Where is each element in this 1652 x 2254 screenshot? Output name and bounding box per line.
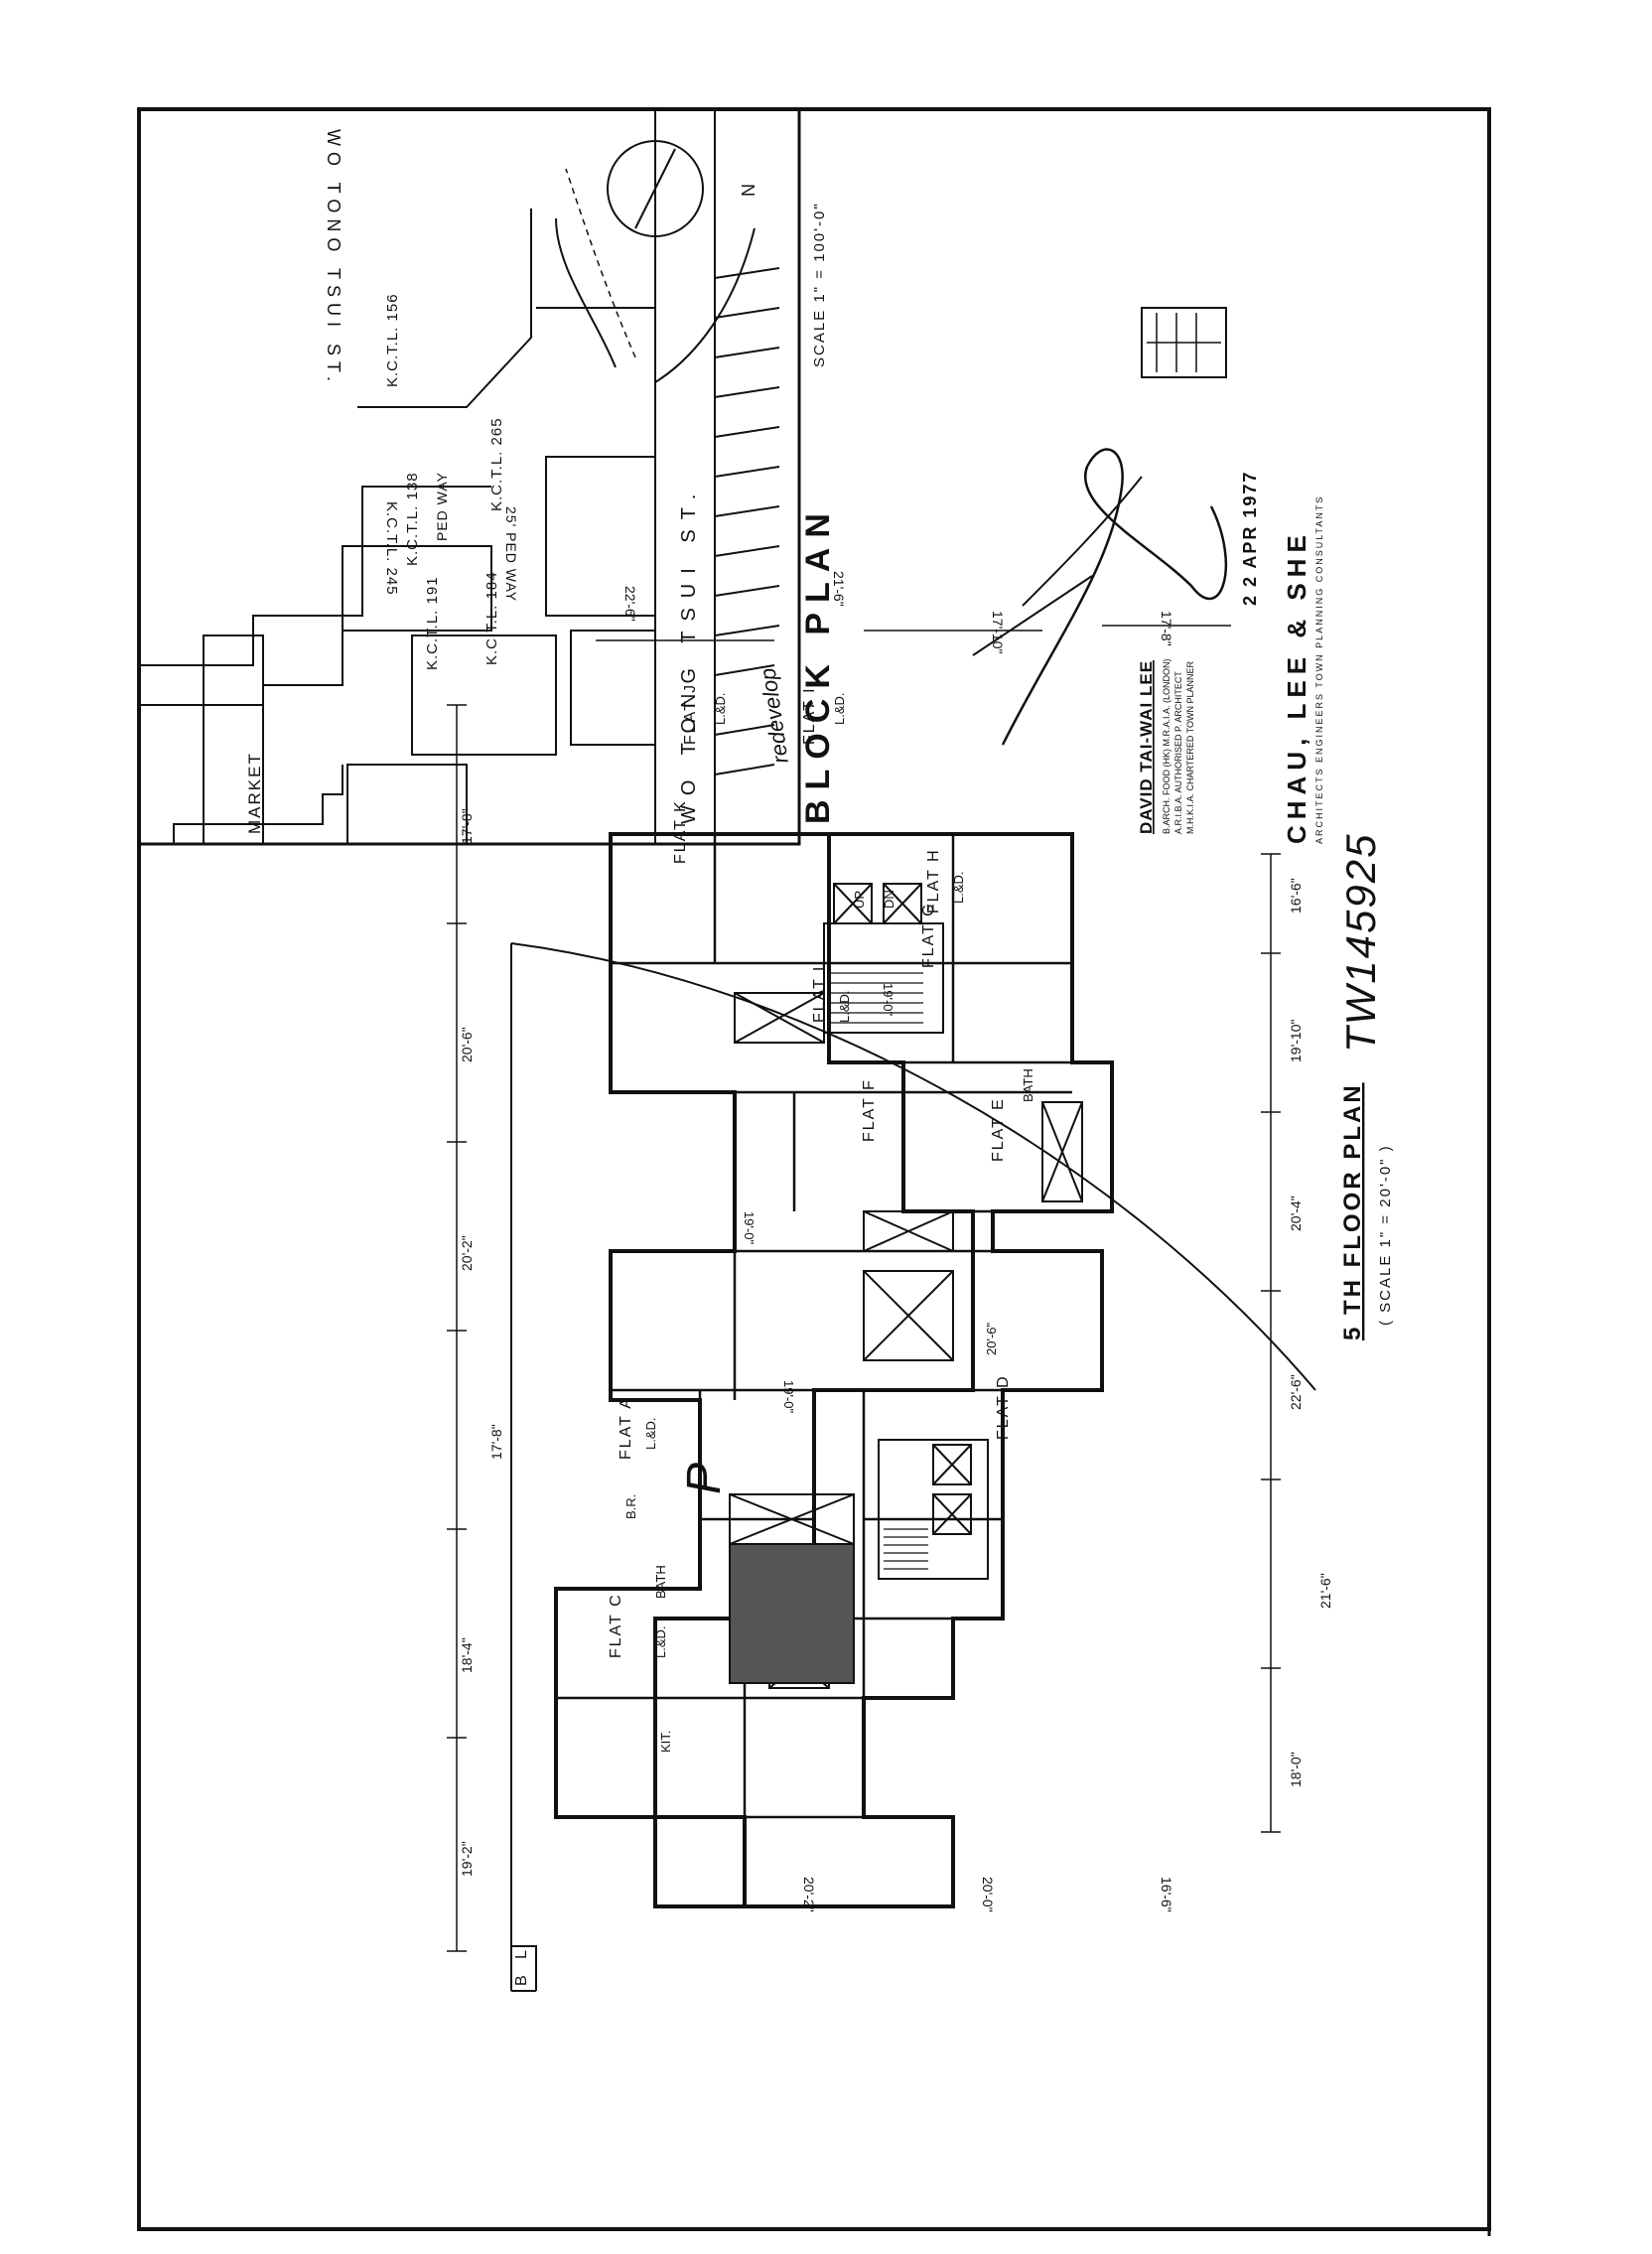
bottom-dim-3: 22'-6" <box>1288 1374 1304 1410</box>
bottom-dim-2: 21'-6" <box>1317 1573 1333 1609</box>
title-block: DAVID TAI-WAI LEE B.ARCH. FOOD (HK) M.R.… <box>972 307 1384 1053</box>
flat-h-label: FLAT H <box>925 848 942 914</box>
lot-156: K.C.T.L. 156 <box>384 293 401 387</box>
left-dim-2: 18'-4" <box>459 1637 475 1673</box>
room-label: L.&D. <box>643 1417 658 1450</box>
bl-label: B L <box>513 1944 530 1986</box>
top-dim-1: 22'-6" <box>622 586 638 622</box>
interior-dim-4: 19'-0" <box>881 983 895 1017</box>
top-dim-4: 17'-8" <box>1159 611 1174 646</box>
lot-184: K.C.T.L. 184 <box>483 571 500 665</box>
reference-number: TW145925 <box>1337 833 1384 1053</box>
handwritten-redevelop: redevelop <box>756 666 793 765</box>
block-plan: MARKET K.C.T.L. 191 K.C.T.L. 184 K.C.T.L… <box>137 107 837 846</box>
bottom-dim-4: 20'-4" <box>1288 1196 1304 1231</box>
flat-g-label: FLAT G <box>920 902 937 968</box>
room-label: L.&D. <box>837 990 852 1023</box>
left-dim-1: 19'-2" <box>459 1841 475 1877</box>
room-label: KIT. <box>658 1731 673 1753</box>
interior-dim-2: 19'-0" <box>742 1211 757 1245</box>
room-label: BATH <box>653 1565 668 1599</box>
flat-j-label: FLAT J <box>682 683 699 745</box>
site-boundary-arc <box>510 942 1316 1991</box>
architect-line-2: A.R.I.B.A. AUTHORISED P. ARCHITECT <box>1173 671 1183 834</box>
top-dim-3: 17'-10" <box>990 611 1006 653</box>
bottom-dim-6: 16'-6" <box>1288 878 1304 914</box>
architect-name: DAVID TAI-WAI LEE <box>1137 660 1156 834</box>
firm-name: CHAU, LEE & SHE <box>1282 529 1311 844</box>
flat-k-label: FLAT K <box>672 799 689 864</box>
room-label: L.&D. <box>653 1625 668 1658</box>
block-plan-scale: SCALE 1" = 100'-0" <box>811 202 828 367</box>
core-stair-1 <box>878 1439 989 1580</box>
flat-f-label: FLAT F <box>861 1078 878 1142</box>
north-label: N <box>739 184 758 197</box>
street-wo-tong-tsui: WO TONG TSUI ST. <box>678 485 700 824</box>
room-label: L.&D. <box>713 692 728 725</box>
room-label: B.R. <box>623 1494 638 1519</box>
ped-way-label: PED WAY <box>434 472 450 541</box>
north-arrow-circle <box>607 140 704 237</box>
room-label: BATH <box>1021 1068 1035 1102</box>
lot-market: MARKET <box>245 752 264 834</box>
block-plan-frame <box>137 107 801 846</box>
left-dim-6: 17'-8" <box>459 808 475 844</box>
seal-stamp <box>1141 307 1227 378</box>
interior-dim-1: 19'-0" <box>781 1380 796 1414</box>
left-dim-3: 17'-8" <box>488 1424 504 1460</box>
right-dim-3: 16'-6" <box>1159 1877 1174 1912</box>
flat-c-label: FLAT C <box>608 1593 624 1658</box>
drawing-date: 2 2 APR 1977 <box>1240 471 1260 606</box>
flat-i-label: FLAT I <box>801 686 818 745</box>
lot-191: K.C.T.L. 191 <box>424 576 441 670</box>
flat-d-label: FLAT D <box>995 1374 1012 1440</box>
architect-line-3: M.H.K.I.A. CHARTERED TOWN PLANNER <box>1185 660 1195 834</box>
bottom-dim-1: 18'-0" <box>1288 1752 1304 1787</box>
left-dim-4: 20'-2" <box>459 1235 475 1271</box>
room-label: L.&D. <box>832 692 847 725</box>
room-label: L.&D. <box>951 871 966 904</box>
firm-subtitle: ARCHITECTS ENGINEERS TOWN PLANNING CONSU… <box>1314 495 1324 844</box>
flat-e-label: FLAT E <box>990 1097 1007 1162</box>
right-dim-1: 20'-2" <box>801 1877 817 1912</box>
flat-l-label: FLAT L <box>811 960 828 1023</box>
top-dim-2: 21'-6" <box>831 571 847 607</box>
signature <box>1001 448 1228 746</box>
lot-265: K.C.T.L. 265 <box>488 417 505 511</box>
block-plan-title: BLOCK PLAN <box>799 503 837 824</box>
flat-a-label: FLAT A <box>618 1396 634 1460</box>
lot-245: K.C.T.L. 245 <box>383 501 400 596</box>
stair-dn: DN <box>882 890 896 909</box>
interior-dim-5: 20'-6" <box>984 1322 999 1355</box>
handwritten-p: P <box>678 1463 731 1494</box>
shaded-area <box>729 1543 855 1684</box>
ped-way-25-label: 25' PED WAY <box>503 506 519 602</box>
right-dim-2: 20'-0" <box>980 1877 996 1912</box>
floor-plan-title: 5 TH FLOOR PLAN <box>1339 1082 1366 1340</box>
floor-plan: FLAT C FLAT A FLAT D FLAT E FLAT F FLAT … <box>447 571 1394 1992</box>
outline-wall-top <box>554 832 975 1908</box>
left-dim-5: 20'-6" <box>459 1027 475 1062</box>
architect-line-1: B.ARCH. FOOD (HK) M.R.A.I.A. (LONDON) <box>1162 658 1171 834</box>
bottom-dim-5: 19'-10" <box>1288 1020 1304 1062</box>
lot-138: K.C.T.L. 138 <box>404 472 421 566</box>
street-wo-tono-tsui: WO TONO TSUI ST. <box>324 129 344 387</box>
stair-up: UP <box>852 891 867 909</box>
floor-plan-scale: ( SCALE 1" = 20'-0" ) <box>1377 1144 1394 1326</box>
